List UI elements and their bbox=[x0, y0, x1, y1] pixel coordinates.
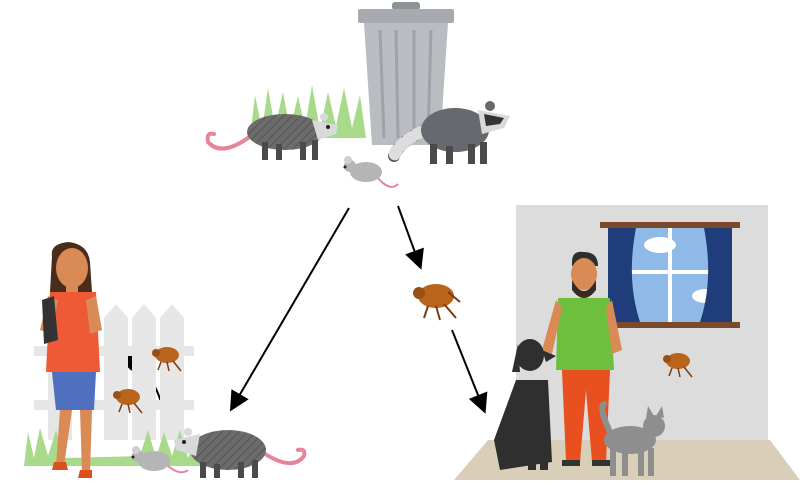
arrow-to-flea bbox=[397, 205, 424, 270]
dog-icon bbox=[494, 339, 556, 470]
opossum-icon bbox=[205, 113, 338, 160]
flea-icon bbox=[663, 353, 693, 378]
flea-icon bbox=[113, 389, 143, 414]
raccoon-icon bbox=[388, 101, 510, 164]
yard-scene bbox=[24, 242, 307, 478]
home-scene bbox=[454, 205, 800, 480]
arrow-to-yard bbox=[229, 207, 350, 412]
cat-icon bbox=[599, 401, 665, 476]
mouse-icon bbox=[343, 156, 399, 188]
window bbox=[600, 222, 740, 328]
arrow-to-home bbox=[451, 329, 488, 414]
flea-icon bbox=[152, 347, 182, 372]
flea-icon bbox=[413, 284, 461, 321]
top-scene bbox=[205, 2, 510, 188]
mouse-icon bbox=[131, 446, 189, 474]
man-icon bbox=[542, 251, 622, 466]
opossum-icon bbox=[174, 428, 307, 478]
woman-icon bbox=[40, 242, 102, 478]
